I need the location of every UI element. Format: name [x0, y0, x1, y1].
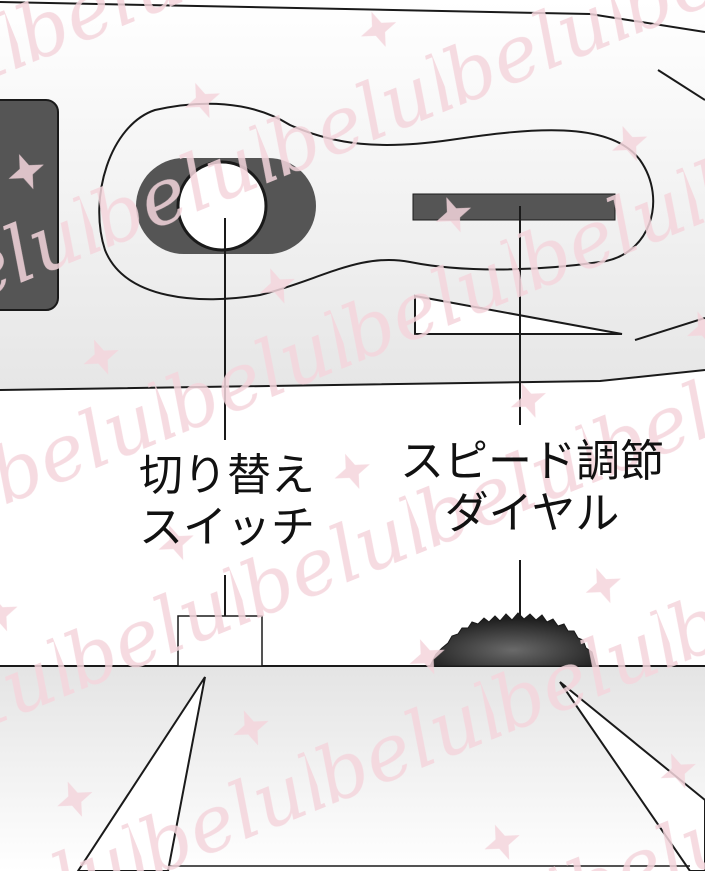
- dial-label: スピード調節 ダイヤル: [382, 436, 682, 540]
- switch-label-line2: スイッチ: [139, 502, 315, 553]
- switch-label: 切り替え スイッチ: [92, 450, 362, 554]
- switch-label-line1: 切り替え: [139, 450, 315, 501]
- dial-label-line1: スピード調節: [400, 436, 664, 487]
- dial-label-line2: ダイヤル: [444, 488, 620, 539]
